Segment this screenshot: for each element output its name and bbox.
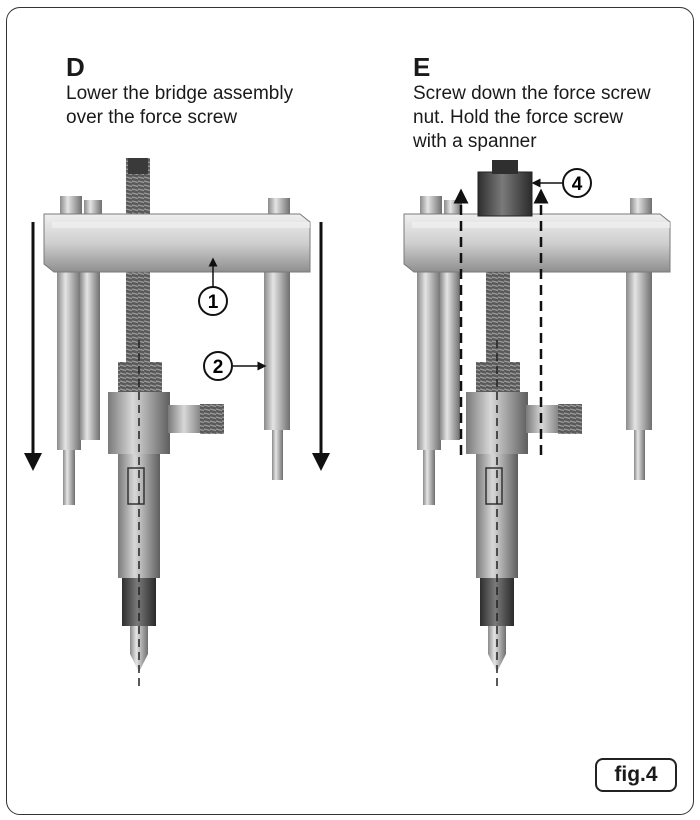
right-top-nut xyxy=(268,198,290,216)
page-frame xyxy=(6,7,694,815)
e-left-leg-stud xyxy=(423,450,435,505)
panel-d-illustration: 1 2 xyxy=(24,158,330,690)
e-force-screw xyxy=(486,272,510,364)
step-d-letter: D xyxy=(66,52,85,82)
e-right-leg-stud xyxy=(634,430,645,480)
figure-label: fig.4 xyxy=(595,758,677,792)
step-d-instruction: Lower the bridge assembly over the force… xyxy=(66,83,294,128)
e-left-top-nut xyxy=(420,196,442,214)
e-left-leg-front xyxy=(440,250,460,440)
e-left-leg-rear xyxy=(417,250,441,450)
left-top-nut xyxy=(60,196,82,214)
step-e-letter: E xyxy=(413,52,431,82)
injector-thread xyxy=(118,362,162,392)
panel-e-illustration: 4 xyxy=(403,160,671,690)
e-injector-port-fitting xyxy=(558,404,582,434)
callout-4-number: 4 xyxy=(572,174,583,195)
step-e-instruction: Screw down the force screw nut. Hold the… xyxy=(413,83,651,152)
left-top-nut-2 xyxy=(84,200,102,216)
force-screw-nut xyxy=(477,171,533,217)
force-screw-end xyxy=(128,158,148,174)
bridge-bar xyxy=(43,213,311,273)
left-leg-rear xyxy=(57,250,81,450)
callout-2-circle xyxy=(203,351,233,381)
callout-1-number: 1 xyxy=(208,292,219,313)
e-injector-thread xyxy=(476,362,520,392)
callout-4-circle xyxy=(562,168,592,198)
callout-1-circle xyxy=(198,286,228,316)
e-right-leg xyxy=(626,250,652,430)
left-leg-stud xyxy=(63,450,75,505)
callout-2-number: 2 xyxy=(213,357,224,378)
left-leg-front xyxy=(80,250,100,440)
e-right-top-nut xyxy=(630,198,652,216)
right-leg xyxy=(264,250,290,430)
injector-port-fitting xyxy=(200,404,224,434)
right-leg-stud xyxy=(272,430,283,480)
e-bridge-bar xyxy=(403,213,671,273)
e-left-top-nut-2 xyxy=(444,200,462,216)
